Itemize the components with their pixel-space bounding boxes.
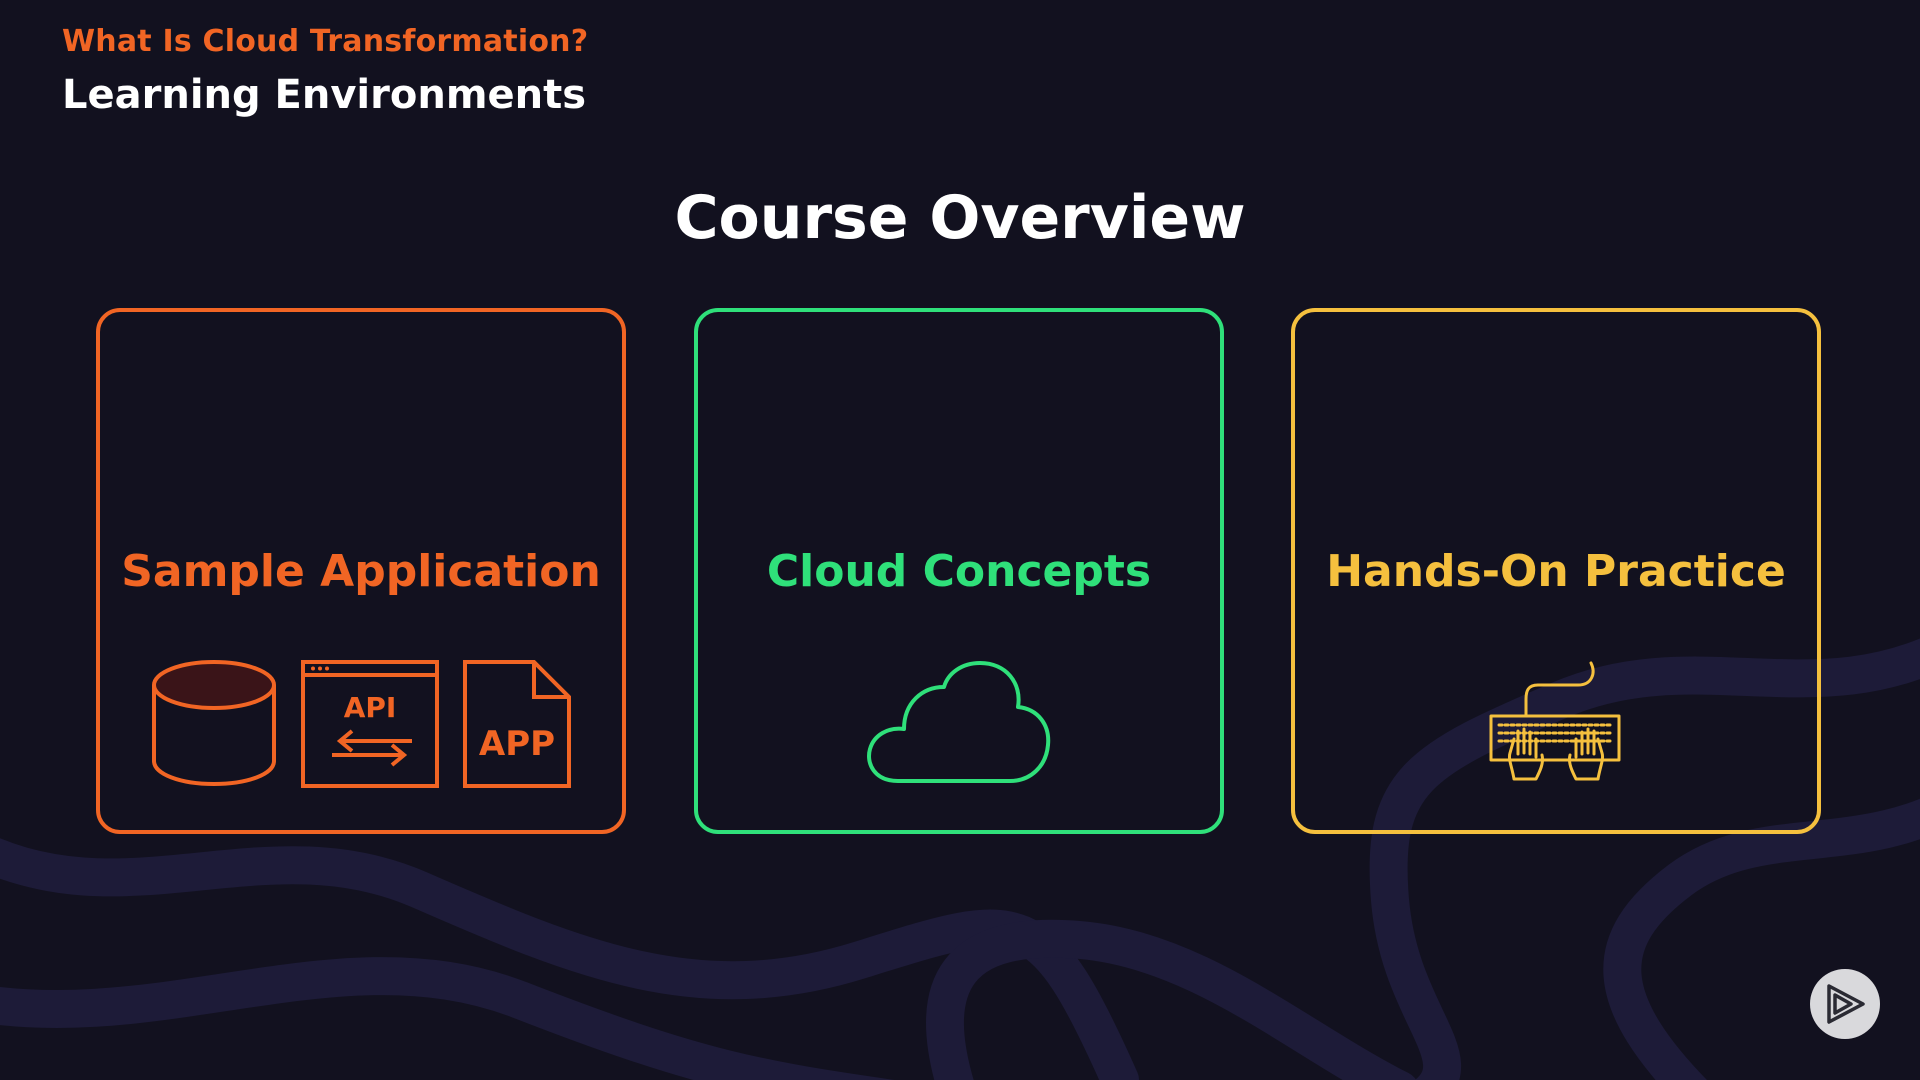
cloud-icon (867, 661, 1051, 783)
database-icon (152, 660, 276, 787)
api-window-icon: API (301, 660, 439, 788)
api-label: API (344, 691, 397, 724)
section-label: What Is Cloud Transformation? (62, 24, 589, 59)
keyboard-hands-icon (1489, 661, 1621, 781)
app-label: APP (479, 724, 555, 764)
card-title: Hands-On Practice (1326, 546, 1786, 597)
card-icons (698, 654, 1220, 794)
card-cloud-concepts: Cloud Concepts (694, 308, 1224, 834)
slide-title: Course Overview (674, 183, 1246, 253)
card-sample-application: Sample Application API (96, 308, 626, 834)
lesson-header: What Is Cloud Transformation? Learning E… (62, 22, 588, 120)
card-icons (1295, 654, 1817, 794)
play-logo-icon (1827, 984, 1865, 1024)
card-icons: API APP (100, 654, 622, 794)
pluralsight-play-button[interactable] (1810, 969, 1880, 1039)
card-hands-on-practice: Hands-On Practice (1291, 308, 1821, 834)
card-title: Cloud Concepts (766, 546, 1152, 597)
app-file-icon: APP (463, 660, 571, 788)
topic-title: Learning Environments (62, 72, 587, 118)
card-title: Sample Application (121, 546, 601, 597)
